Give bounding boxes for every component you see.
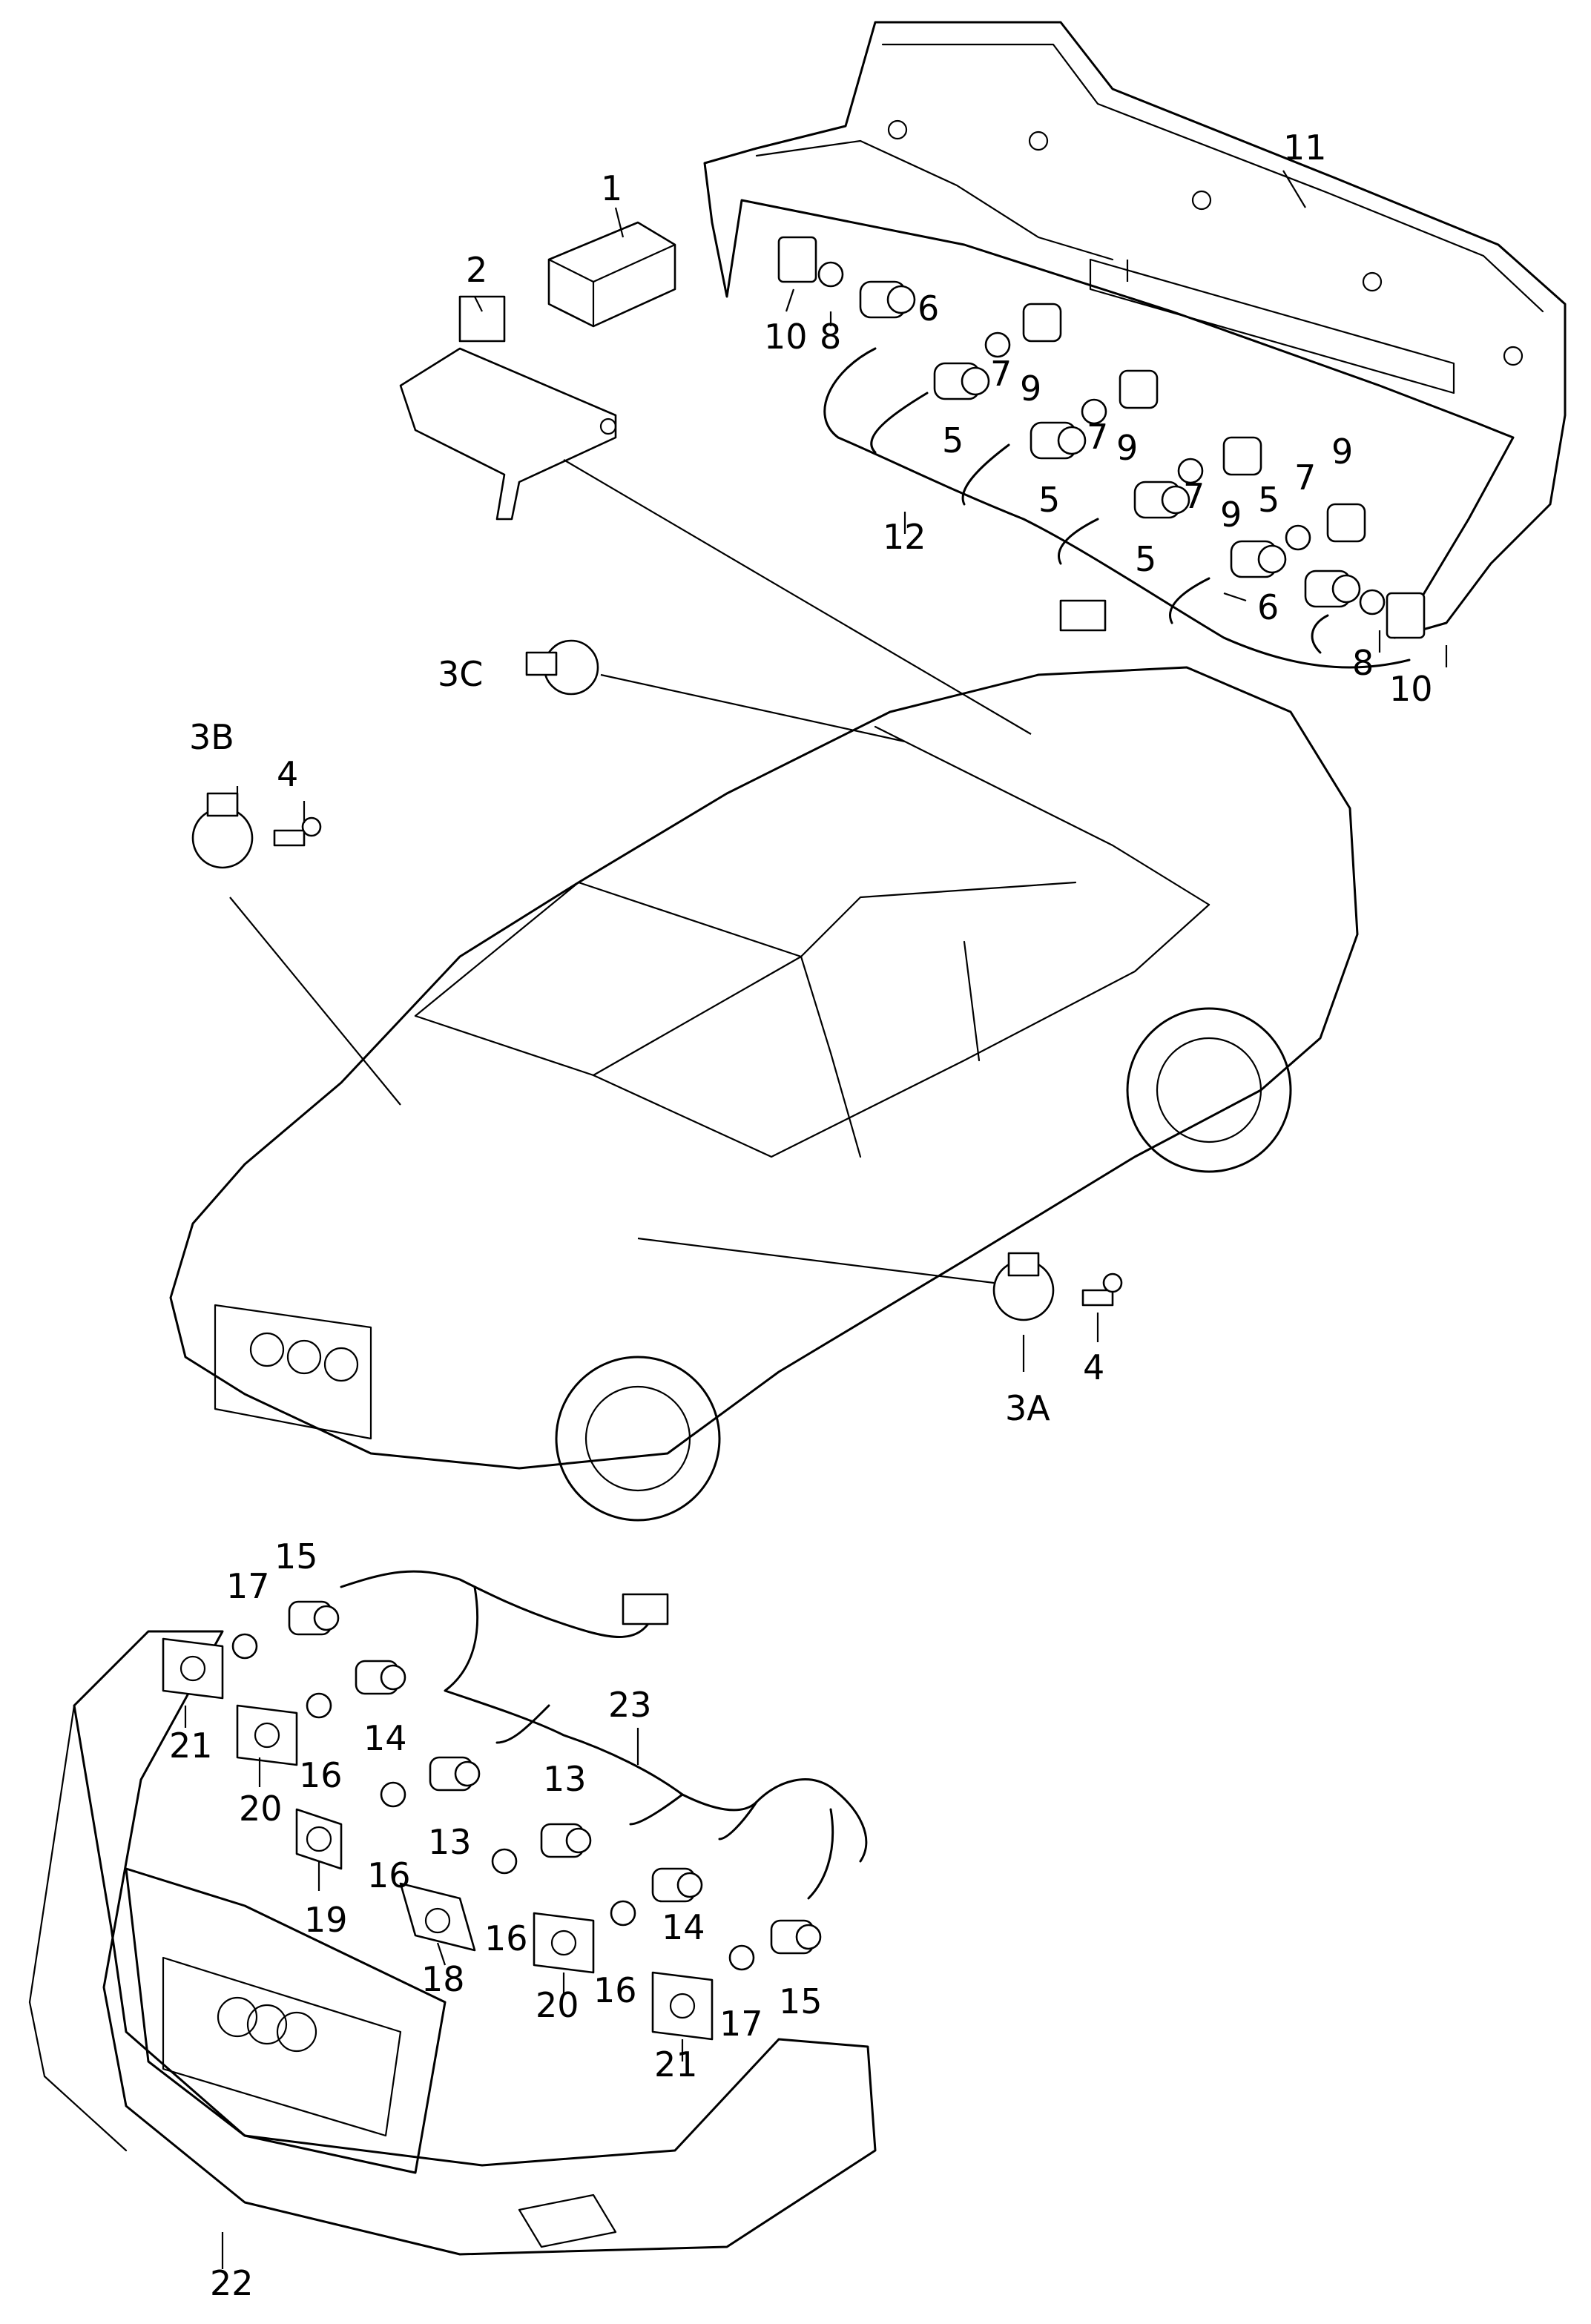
callout-5b: 5 [1038, 480, 1060, 520]
warning-buzzer-icon [525, 639, 599, 696]
callout-9d: 9 [1331, 432, 1353, 472]
callout-13b: 13 [543, 1759, 587, 1799]
callout-16b: 16 [367, 1855, 411, 1895]
callout-22: 22 [210, 2263, 254, 2303]
callout-3C: 3C [438, 654, 483, 694]
bolt-icon [273, 816, 322, 847]
callout-8b: 8 [1352, 643, 1374, 683]
parking-sensor-icon [1133, 481, 1190, 519]
callout-21a: 21 [169, 1726, 213, 1766]
callout-9b: 9 [1116, 428, 1138, 468]
callout-6a: 6 [918, 288, 939, 329]
parking-sensor-icon [1230, 540, 1287, 578]
parking-sensor-icon [933, 362, 990, 400]
callout-14a: 14 [363, 1718, 407, 1758]
callout-2: 2 [466, 250, 487, 290]
callout-12: 12 [883, 517, 926, 557]
callout-9c: 9 [1220, 495, 1242, 535]
front-sensor-group [162, 1600, 822, 2041]
callout-4b: 4 [1083, 1347, 1104, 1387]
callout-7a: 7 [990, 354, 1012, 394]
callout-4a: 4 [277, 754, 298, 794]
callout-10b: 10 [1389, 669, 1433, 709]
callout-9a: 9 [1020, 369, 1041, 409]
callout-23: 23 [608, 1685, 652, 1725]
callout-14b: 14 [662, 1907, 705, 1947]
parking-sensor-icon [540, 1823, 592, 1858]
callout-5c: 5 [1135, 539, 1156, 579]
callout-20b: 20 [536, 1985, 579, 2025]
callout-15b: 15 [779, 1981, 823, 2021]
parking-sensor-icon [355, 1660, 406, 1695]
bolt-icon [1081, 1272, 1123, 1307]
callout-7d: 7 [1294, 458, 1316, 498]
callout-17a: 17 [226, 1566, 270, 1606]
parking-sensor-icon [770, 1919, 822, 1955]
control-unit-icon [547, 221, 676, 328]
callout-18: 18 [421, 1959, 465, 1999]
parking-sensor-icon [651, 1867, 703, 1903]
callout-17b: 17 [719, 2004, 763, 2044]
callout-3A: 3A [1005, 1388, 1050, 1428]
callout-16a: 16 [299, 1755, 343, 1795]
front-bumper-icon [28, 1630, 877, 2256]
rear-sensor-group [777, 236, 1426, 639]
callout-16c: 16 [484, 1918, 528, 1958]
parking-sensor-icon [1030, 421, 1087, 460]
rear-bumper-icon [703, 21, 1567, 639]
callout-1: 1 [601, 168, 622, 208]
car-outline-icon [169, 666, 1359, 1522]
callout-5a: 5 [942, 420, 964, 460]
callout-6b: 6 [1257, 587, 1279, 627]
callout-5d: 5 [1258, 480, 1279, 520]
callout-7c: 7 [1183, 476, 1205, 516]
warning-buzzer-icon [992, 1252, 1055, 1321]
callout-13a: 13 [428, 1822, 472, 1862]
callout-10a: 10 [764, 317, 808, 357]
parking-sensor-icon [429, 1756, 481, 1792]
parking-sensor-icon [288, 1600, 340, 1636]
parking-sensor-icon [1304, 570, 1361, 608]
callout-3B: 3B [189, 717, 234, 757]
callout-16d: 16 [593, 1970, 637, 2010]
callout-8a: 8 [820, 317, 841, 357]
callout-11: 11 [1283, 128, 1327, 168]
bracket-icon [399, 295, 617, 521]
rear-wiring-harness-icon [823, 347, 1411, 669]
callout-21b: 21 [654, 2044, 698, 2084]
callout-15a: 15 [274, 1536, 318, 1577]
callout-19: 19 [304, 1900, 348, 1940]
warning-buzzer-icon [191, 792, 254, 869]
parking-sensor-icon [859, 280, 916, 319]
front-wiring-harness-icon [340, 1570, 868, 1900]
callout-20a: 20 [239, 1789, 283, 1829]
callout-7b: 7 [1087, 417, 1108, 457]
